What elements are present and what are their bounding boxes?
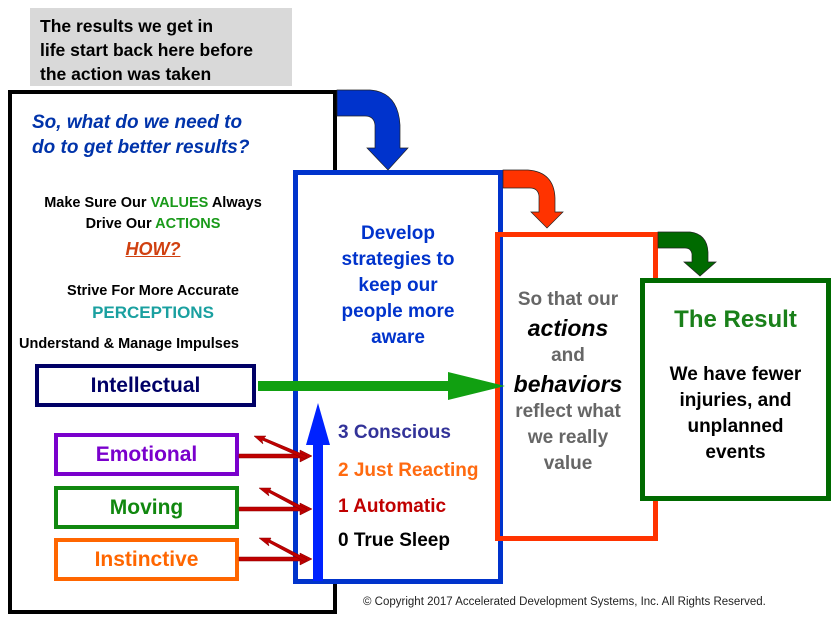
actions-line: So that our bbox=[517, 289, 619, 310]
actions-line: value bbox=[543, 453, 593, 474]
note-box: The results we get in life start back he… bbox=[30, 8, 292, 86]
note-line: The results we get in bbox=[40, 16, 214, 36]
values-text: Make Sure Our VALUES Always Drive Our AC… bbox=[12, 193, 294, 263]
actions-pre: Drive Our bbox=[85, 216, 156, 232]
result-line: unplanned bbox=[687, 416, 784, 437]
middle-line: keep our bbox=[358, 275, 438, 296]
blue-curved-arrow bbox=[336, 89, 409, 171]
how-text: HOW? bbox=[125, 239, 181, 259]
green-curved-arrow bbox=[657, 231, 717, 277]
behaviors-word: behaviors bbox=[513, 371, 623, 397]
red-curved-arrow bbox=[502, 169, 564, 229]
level-1: 1 Automatic bbox=[338, 496, 447, 517]
question: So, what do we need to do to get better … bbox=[32, 110, 312, 160]
middle-line: aware bbox=[371, 327, 425, 348]
left-box bbox=[8, 90, 337, 614]
instinctive-box: Instinctive bbox=[54, 538, 239, 581]
perceptions-line: Strive For More Accurate bbox=[67, 283, 239, 299]
level-3: 3 Conscious bbox=[338, 422, 451, 443]
result-title: The Result bbox=[674, 306, 797, 333]
note-line: the action was taken bbox=[40, 64, 212, 84]
values-pre: Make Sure Our bbox=[44, 195, 151, 211]
copyright: © Copyright 2017 Accelerated Development… bbox=[363, 596, 766, 608]
moving-box: Moving bbox=[54, 486, 239, 529]
actions-line: we really bbox=[527, 427, 609, 448]
actions-line: and bbox=[551, 345, 585, 366]
actions-word: actions bbox=[527, 315, 609, 341]
emotional-box: Emotional bbox=[54, 433, 239, 476]
perceptions-word: PERCEPTIONS bbox=[92, 303, 214, 322]
question-line: do to get better results? bbox=[32, 137, 250, 158]
result-text: We have fewer injuries, and unplanned ev… bbox=[645, 362, 826, 466]
middle-line: strategies to bbox=[341, 249, 455, 270]
result-line: We have fewer bbox=[669, 364, 802, 385]
middle-line: Develop bbox=[361, 223, 435, 244]
impulses-text: Understand & Manage Impulses bbox=[19, 336, 239, 352]
level-0: 0 True Sleep bbox=[338, 530, 450, 551]
actions-text: So that our actions and behaviors reflec… bbox=[498, 287, 638, 477]
note-line: life start back here before bbox=[40, 40, 253, 60]
middle-text: Develop strategies to keep our people mo… bbox=[296, 221, 500, 351]
question-line: So, what do we need to bbox=[32, 112, 243, 133]
result-line: events bbox=[705, 442, 766, 463]
result-box bbox=[640, 278, 831, 501]
level-2: 2 Just Reacting bbox=[338, 460, 479, 481]
actions-word: ACTIONS bbox=[155, 216, 221, 232]
middle-line: people more bbox=[341, 301, 455, 322]
actions-line: reflect what bbox=[515, 401, 621, 422]
values-post: Always bbox=[208, 195, 262, 211]
result-line: injuries, and bbox=[679, 390, 792, 411]
intellectual-box: Intellectual bbox=[35, 364, 256, 407]
values-word: VALUES bbox=[150, 195, 209, 211]
perceptions-text: Strive For More Accurate PERCEPTIONS bbox=[12, 281, 294, 324]
